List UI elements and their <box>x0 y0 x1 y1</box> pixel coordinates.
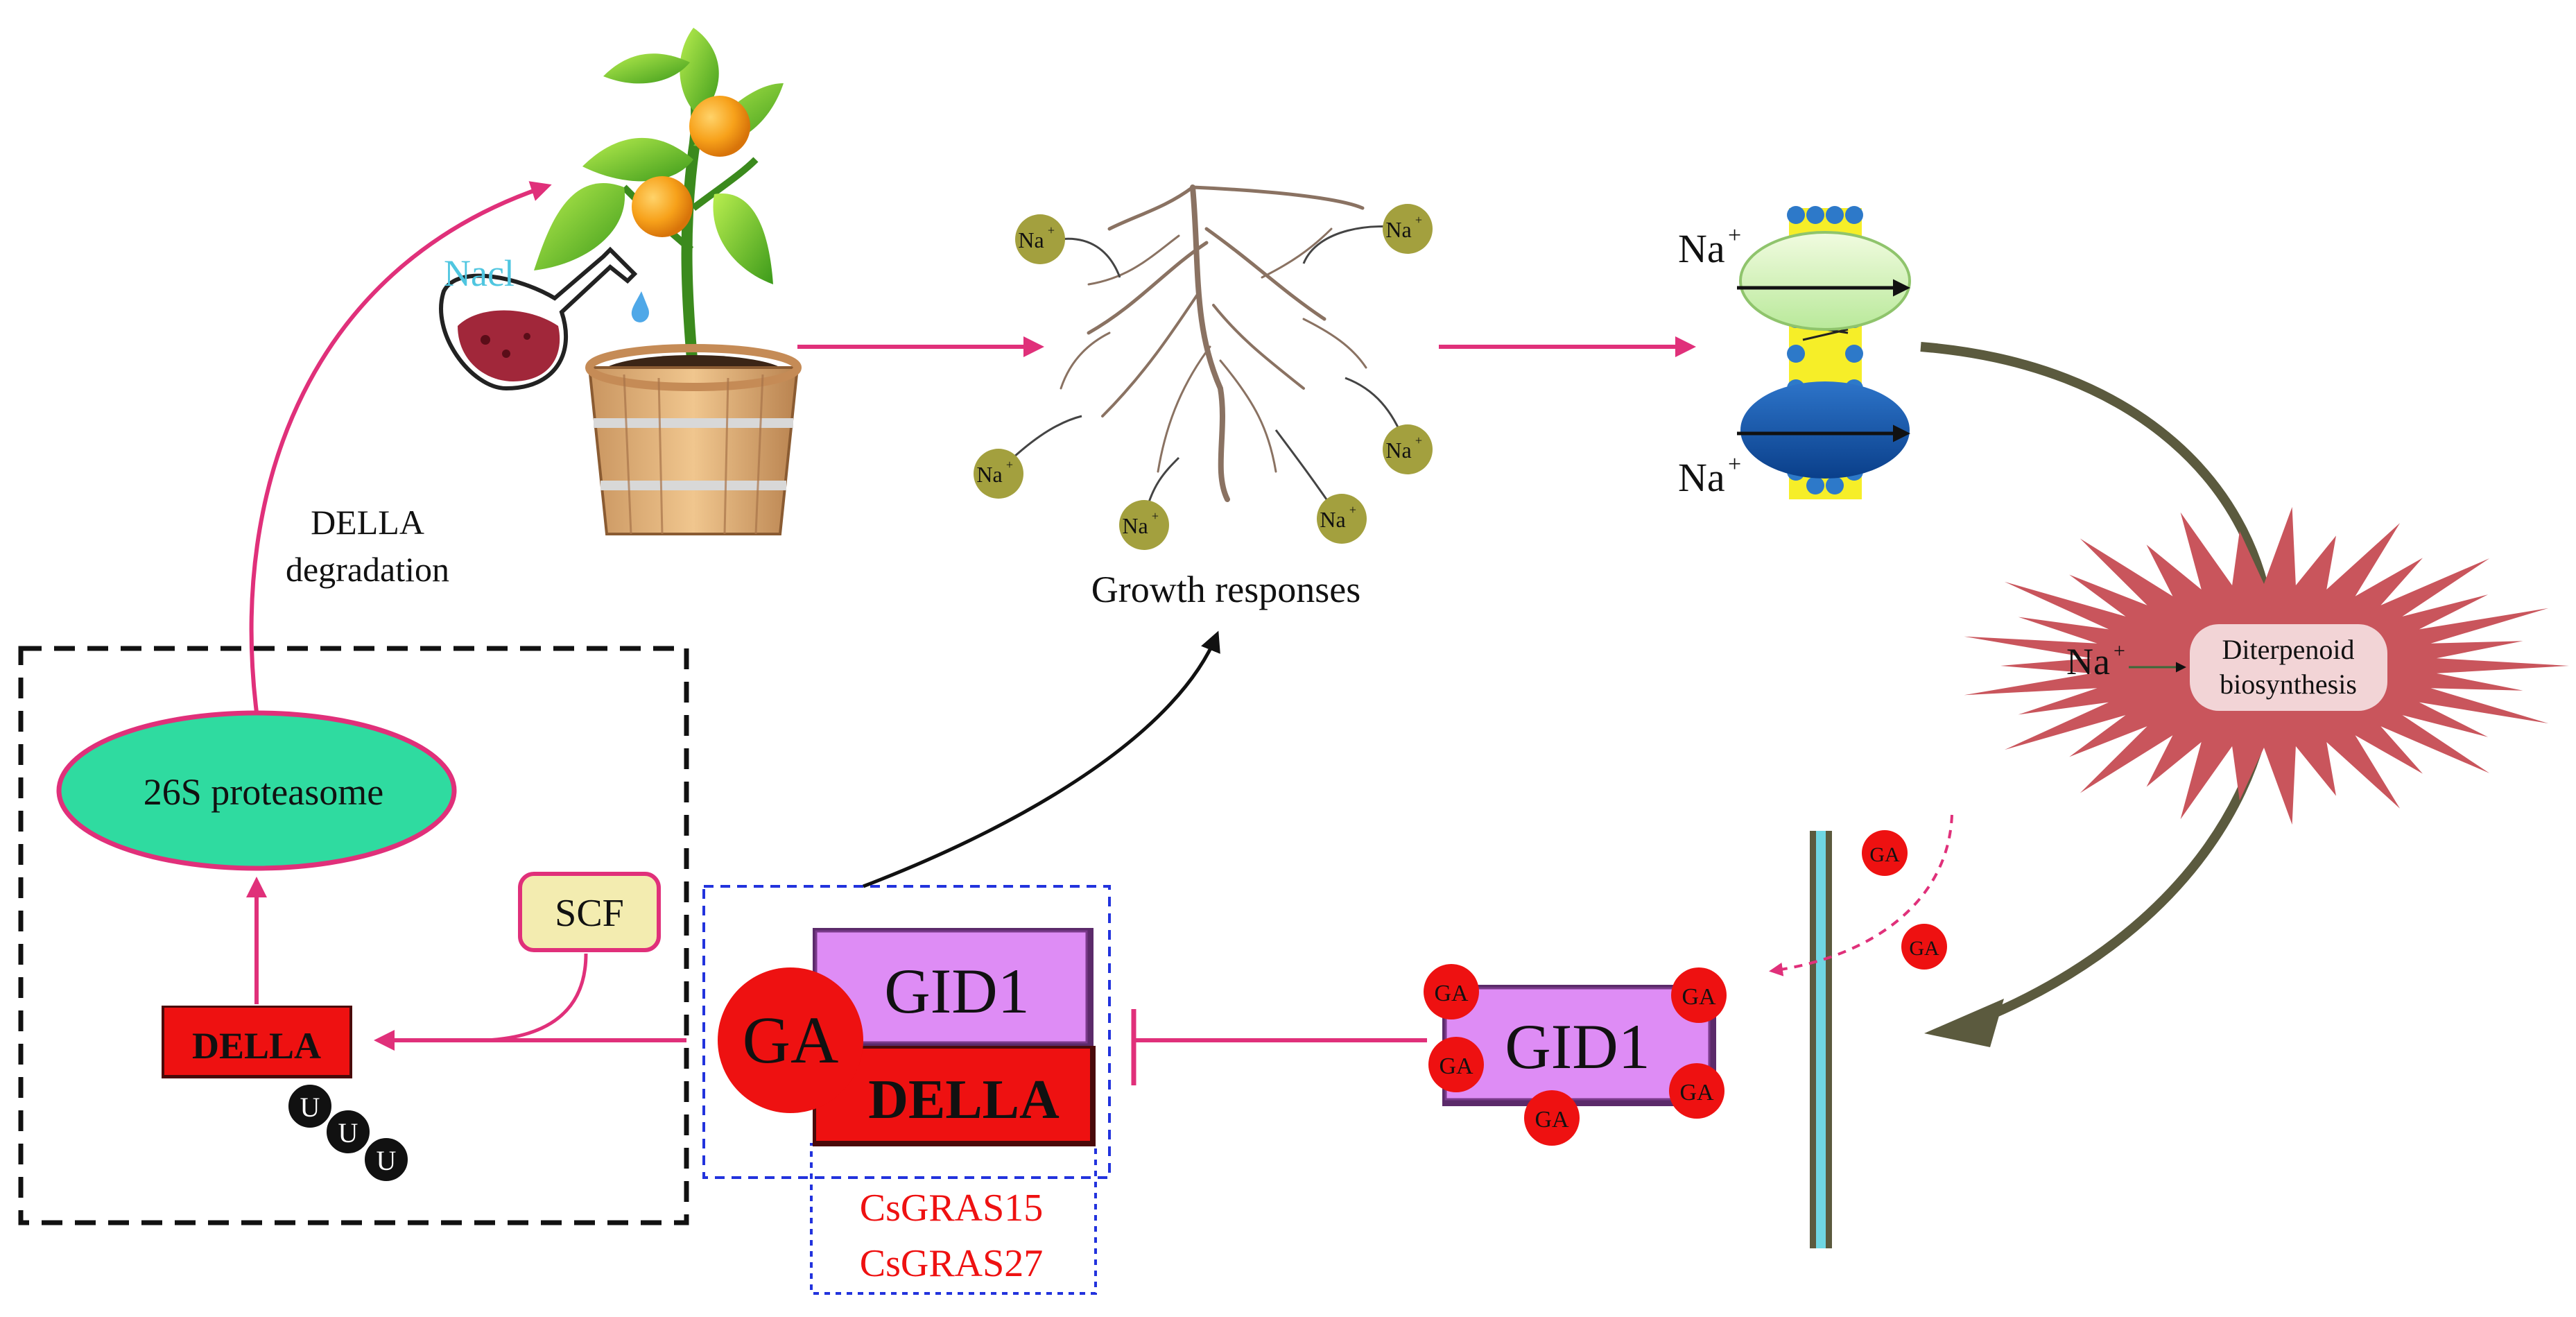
svg-text:GID1: GID1 <box>884 956 1030 1026</box>
arrow-complex-to-growth <box>863 630 1220 888</box>
na-ion-2: Na + <box>1383 204 1433 254</box>
svg-text:Na: Na <box>976 462 1002 487</box>
svg-text:GA: GA <box>1869 843 1900 866</box>
svg-text:GA: GA <box>1439 1053 1473 1079</box>
gid1-ga-bubble-3: GA <box>1524 1090 1580 1146</box>
gid1-ga-bubble-4: GA <box>1671 967 1727 1023</box>
membrane-na-top-label: Na + <box>1678 223 1741 271</box>
cell-wall-icon <box>1810 831 1832 1248</box>
arrow-degradation-to-plant <box>249 181 552 713</box>
della-ubiquitinated: DELLA <box>162 1006 352 1078</box>
proteasome-label: 26S proteasome <box>144 771 383 813</box>
gid1-ga-bubble-1: GA <box>1424 964 1479 1019</box>
svg-text:U: U <box>300 1092 320 1123</box>
na-ion-1: Na + <box>1015 214 1065 264</box>
complex-gid1: GID1 <box>813 928 1093 1049</box>
svg-text:GA: GA <box>1909 937 1939 960</box>
gid1-ga-bubble-2: GA <box>1428 1037 1484 1092</box>
svg-text:Na: Na <box>1320 507 1345 532</box>
svg-text:Na: Na <box>1122 513 1148 538</box>
svg-text:Na: Na <box>1385 438 1411 463</box>
svg-text:DELLA: DELLA <box>868 1069 1060 1130</box>
growth-responses-label: Growth responses <box>1091 569 1360 610</box>
proteasome-ellipse <box>56 710 457 871</box>
svg-text:+: + <box>2113 639 2125 662</box>
na-ion-4: Na + <box>1119 500 1169 550</box>
scf-connector <box>485 953 588 1042</box>
na-ion-5: Na + <box>1317 494 1367 544</box>
della-degradation-line1: DELLA <box>311 503 424 542</box>
svg-text:GA: GA <box>1679 1080 1714 1105</box>
svg-text:U: U <box>377 1145 397 1176</box>
complex-ga: GA <box>718 967 863 1113</box>
della-degradation-box <box>18 646 689 1225</box>
plant-roots-icon <box>1060 184 1367 502</box>
svg-text:Na: Na <box>1678 226 1725 271</box>
svg-text:+: + <box>1415 213 1422 227</box>
potted-orange-plant-icon <box>534 28 802 535</box>
gras-dashed-box <box>810 1143 1097 1295</box>
root-na-bubbles <box>997 225 1409 521</box>
svg-text:Na: Na <box>1678 455 1725 500</box>
gid1-ga-bubble-5: GA <box>1669 1063 1724 1119</box>
svg-text:GA: GA <box>1434 981 1469 1006</box>
complex-della: DELLA <box>813 1046 1096 1146</box>
svg-text:Na: Na <box>1018 227 1044 252</box>
na-ion-3: Na + <box>974 449 1023 499</box>
complex-dashed-box <box>702 885 1111 1179</box>
ion-channel-membrane-icon <box>1737 206 1911 499</box>
svg-text:+: + <box>1152 509 1159 523</box>
na-star-label: Na + <box>2066 639 2125 682</box>
svg-text:+: + <box>1728 223 1741 248</box>
svg-text:GA: GA <box>1535 1107 1569 1133</box>
ga-import-dashed-arrow <box>1769 814 1953 976</box>
svg-text:+: + <box>1006 458 1013 472</box>
svg-text:U: U <box>338 1117 358 1148</box>
svg-text:Na: Na <box>1385 217 1411 242</box>
olive-arrowhead <box>1924 999 2004 1047</box>
csgras15-label: CsGRAS15 <box>860 1187 1044 1230</box>
svg-text:GID1: GID1 <box>1505 1011 1650 1082</box>
free-ga-1: GA <box>1862 830 1908 876</box>
svg-text:Na: Na <box>2066 641 2110 682</box>
scf-label: SCF <box>555 892 624 935</box>
csgras27-label: CsGRAS27 <box>860 1242 1044 1285</box>
na-ion-6: Na + <box>1383 424 1433 474</box>
svg-text:+: + <box>1048 223 1055 237</box>
nacl-flask-icon <box>439 246 649 391</box>
svg-text:+: + <box>1349 503 1356 517</box>
diterpenoid-label-line2: biosynthesis <box>2220 669 2357 700</box>
membrane-na-bottom-label: Na + <box>1678 451 1741 500</box>
free-ga-2: GA <box>1901 924 1947 970</box>
scf-box <box>518 872 661 952</box>
svg-text:+: + <box>1415 433 1422 447</box>
nacl-label: Nacl <box>444 252 515 294</box>
diterpenoid-box <box>2190 624 2387 711</box>
ubiquitin-icon: U U U <box>286 1082 410 1184</box>
della-degradation-line2: degradation <box>286 550 449 589</box>
diterpenoid-label-line1: Diterpenoid <box>2222 634 2354 665</box>
svg-text:+: + <box>1728 451 1741 477</box>
svg-text:GA: GA <box>743 1003 839 1077</box>
svg-text:GA: GA <box>1682 984 1716 1010</box>
svg-text:DELLA: DELLA <box>192 1025 321 1067</box>
